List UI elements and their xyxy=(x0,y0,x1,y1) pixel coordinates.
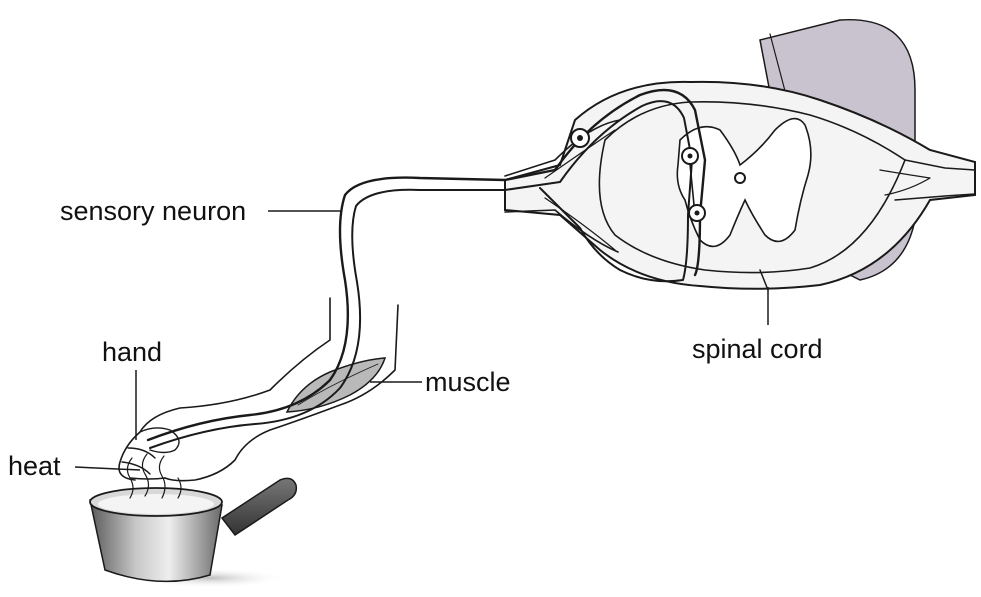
hand xyxy=(122,428,179,479)
saucepan xyxy=(90,478,296,588)
muscle xyxy=(287,358,385,412)
central-canal xyxy=(735,173,745,183)
sensory-neuron-label: sensory neuron xyxy=(60,196,246,226)
heat-label: heat xyxy=(8,451,61,481)
heat-leader xyxy=(75,467,140,470)
muscle-label: muscle xyxy=(425,367,511,397)
hand-label: hand xyxy=(102,337,162,367)
spinal-cord-label: spinal cord xyxy=(692,334,823,364)
spinal-cord xyxy=(505,20,975,290)
saucepan-handle xyxy=(222,478,296,535)
